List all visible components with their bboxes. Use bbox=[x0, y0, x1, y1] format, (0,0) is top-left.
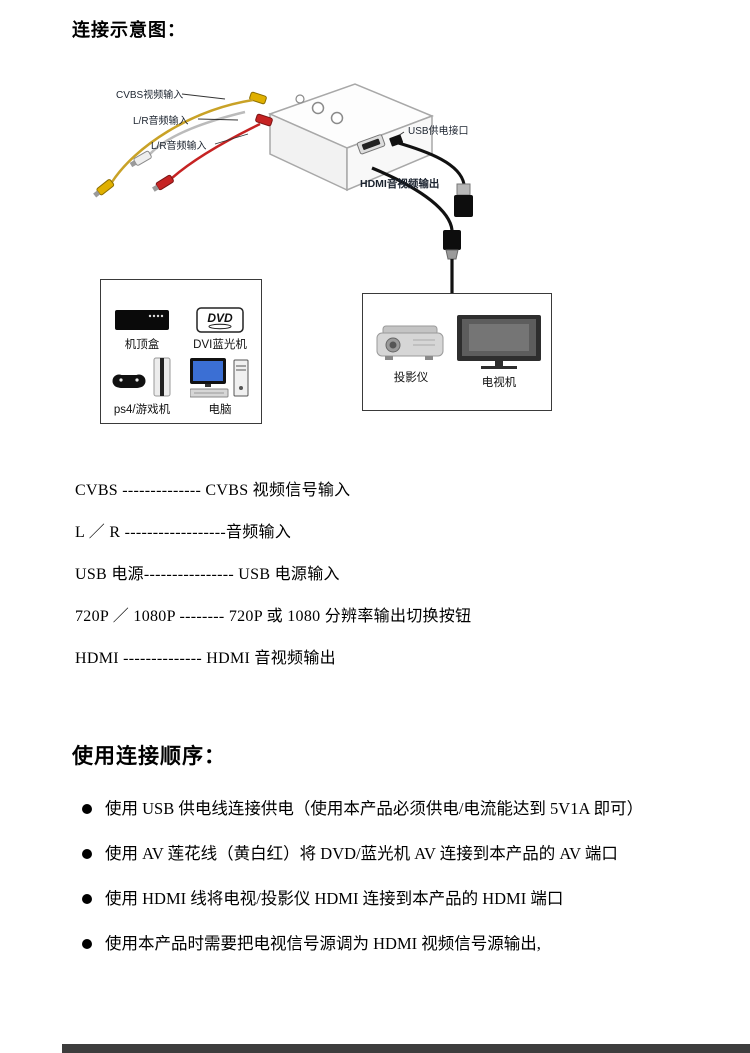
projector-icon bbox=[376, 325, 444, 360]
legend-line-cvbs: CVBS -------------- CVBS 视频信号输入 bbox=[75, 482, 351, 499]
usage-bullet-list: 使用 USB 供电线连接供电（使用本产品必须供电/电流能达到 5V1A 即可） … bbox=[82, 786, 647, 966]
source-device-console: ps4/游戏机 bbox=[103, 352, 181, 418]
usage-bullet-2: 使用 AV 莲花线（黄白红）将 DVD/蓝光机 AV 连接到本产品的 AV 端口 bbox=[82, 831, 647, 876]
device-label: 机顶盒 bbox=[124, 338, 160, 351]
output-devices-box: 投影仪 电视机 bbox=[362, 293, 552, 411]
usage-bullet-text: 使用 HDMI 线将电视/投影仪 HDMI 连接到本产品的 HDMI 端口 bbox=[105, 889, 564, 908]
usage-heading: 使用连接顺序： bbox=[72, 744, 226, 768]
device-label: 电脑 bbox=[208, 404, 232, 416]
usb-power-label: USB供电接口 bbox=[408, 126, 469, 137]
usage-bullet-1: 使用 USB 供电线连接供电（使用本产品必须供电/电流能达到 5V1A 即可） bbox=[82, 786, 647, 831]
device-label: 电视机 bbox=[481, 376, 517, 389]
device-label: ps4/游戏机 bbox=[113, 404, 171, 416]
inserted-rca-plugs-icon bbox=[249, 91, 273, 127]
rca-plug-yellow-icon bbox=[93, 179, 115, 198]
bullet-dot-icon bbox=[82, 849, 92, 859]
legend-line-hdmi: HDMI -------------- HDMI 音视频输出 bbox=[75, 650, 336, 667]
bullet-dot-icon bbox=[82, 939, 92, 949]
hdmi-output-label: HDMI音视频输出 bbox=[360, 178, 440, 190]
label-arrows bbox=[181, 93, 405, 145]
computer-icon bbox=[190, 358, 249, 398]
usb-a-connector-icon bbox=[454, 183, 473, 217]
dvd-player-icon: DVD bbox=[196, 306, 244, 333]
usage-bullet-text: 使用 AV 莲花线（黄白红）将 DVD/蓝光机 AV 连接到本产品的 AV 端口 bbox=[105, 844, 618, 863]
device-label: 投影仪 bbox=[393, 371, 429, 384]
device-label: DVI蓝光机 bbox=[193, 338, 247, 351]
converter-box-icon bbox=[267, 83, 435, 192]
source-devices-box: 机顶盒 DVD DVI蓝光机 ps4/游戏机 bbox=[100, 279, 262, 424]
legend-line-usb: USB 电源---------------- USB 电源输入 bbox=[75, 566, 340, 583]
dvd-logo-text: DVD bbox=[207, 311, 233, 325]
hdmi-connector-icon bbox=[443, 230, 461, 260]
bullet-dot-icon bbox=[82, 804, 92, 814]
usage-bullet-4: 使用本产品时需要把电视信号源调为 HDMI 视频信号源输出, bbox=[82, 921, 647, 966]
wiring-illustration bbox=[93, 83, 473, 293]
lr-audio-label-2: L/R音频输入 bbox=[151, 141, 207, 152]
usage-bullet-3: 使用 HDMI 线将电视/投影仪 HDMI 连接到本产品的 HDMI 端口 bbox=[82, 876, 647, 921]
rca-plug-white-icon bbox=[129, 150, 152, 168]
page-title: 连接示意图： bbox=[72, 20, 186, 40]
output-device-projector: 投影仪 bbox=[373, 320, 449, 385]
lr-audio-label-1: L/R音频输入 bbox=[133, 116, 189, 127]
set-top-box-icon bbox=[115, 309, 169, 330]
output-device-tv: 电视机 bbox=[457, 314, 541, 390]
cvbs-input-label: CVBS视频输入 bbox=[116, 90, 184, 101]
tv-icon bbox=[457, 314, 541, 369]
legend-line-lr: L ／ R ------------------音频输入 bbox=[75, 524, 292, 541]
legend: CVBS -------------- CVBS 视频信号输入 L ／ R --… bbox=[75, 470, 471, 680]
source-device-settop: 机顶盒 bbox=[103, 286, 181, 352]
connection-diagram: CVBS视频输入 L/R音频输入 L/R音频输入 USB供电接口 HDMI音视频… bbox=[60, 72, 730, 447]
source-device-dvd: DVD DVI蓝光机 bbox=[181, 286, 259, 352]
usage-bullet-text: 使用 USB 供电线连接供电（使用本产品必须供电/电流能达到 5V1A 即可） bbox=[105, 799, 644, 818]
legend-line-720p: 720P ／ 1080P -------- 720P 或 1080 分辨率输出切… bbox=[75, 608, 472, 625]
game-console-icon bbox=[112, 357, 171, 397]
rca-plug-red-icon bbox=[152, 174, 174, 192]
source-device-computer: 电脑 bbox=[181, 352, 259, 418]
next-section-edge-bar bbox=[62, 1044, 750, 1053]
usage-bullet-text: 使用本产品时需要把电视信号源调为 HDMI 视频信号源输出, bbox=[105, 934, 541, 953]
bullet-dot-icon bbox=[82, 894, 92, 904]
